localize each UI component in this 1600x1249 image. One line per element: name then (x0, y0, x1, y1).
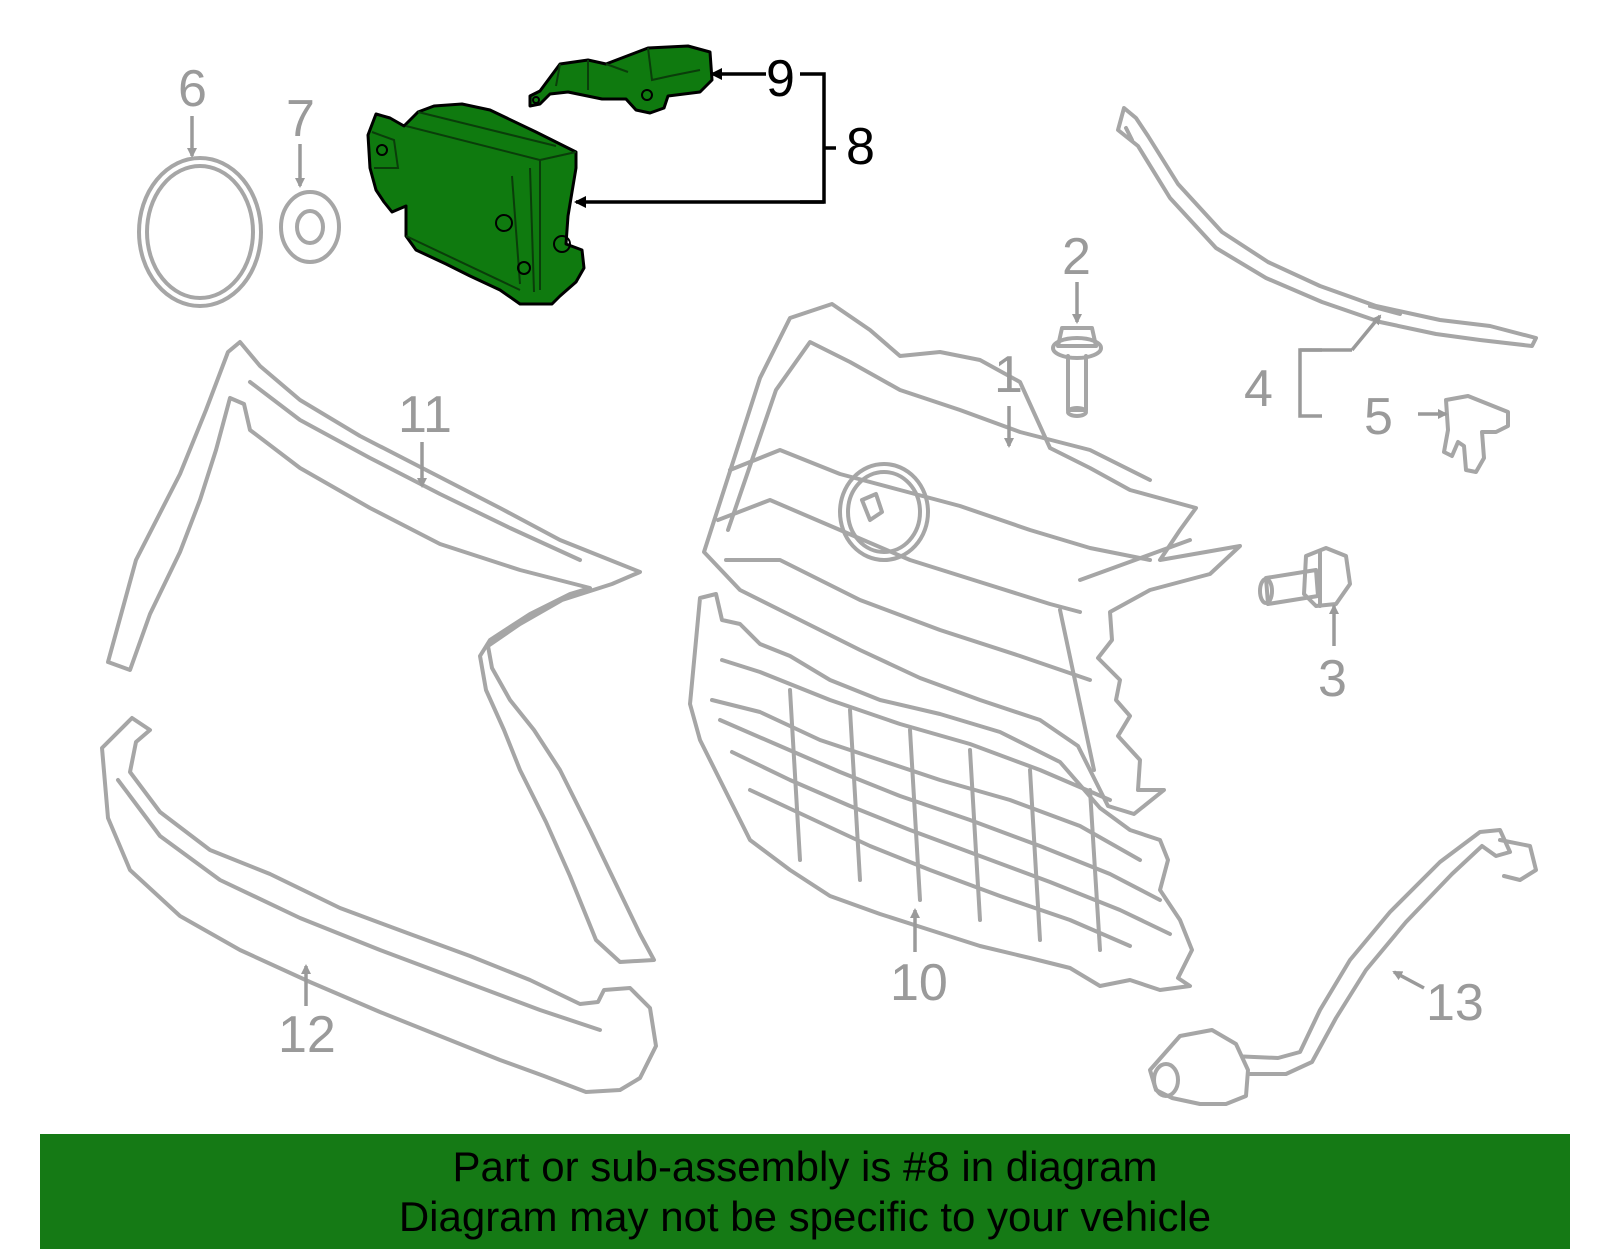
part-5-clip[interactable] (1442, 394, 1510, 474)
callout-4: 4 (1244, 360, 1273, 418)
part-13-harness-camera[interactable] (1148, 828, 1538, 1106)
callout-8: 8 (846, 118, 875, 176)
callout-3: 3 (1318, 650, 1347, 708)
callout-2: 2 (1062, 228, 1091, 286)
callout-9: 9 (766, 50, 795, 108)
callout-5: 5 (1364, 388, 1393, 446)
part-3-bolt[interactable] (1258, 546, 1352, 608)
part-11-grille-surround[interactable] (106, 340, 656, 964)
callout-1: 1 (994, 346, 1023, 404)
callout-10: 10 (890, 954, 948, 1012)
part-7-washer[interactable] (279, 190, 341, 264)
banner-line-disclaimer: Diagram may not be specific to your vehi… (398, 1192, 1212, 1240)
part-2-bolt[interactable] (1051, 326, 1103, 418)
banner-background (40, 1134, 1570, 1249)
part-9-bracket[interactable] (528, 44, 714, 115)
part-12-lower-molding[interactable] (100, 716, 658, 1094)
callout-6: 6 (178, 60, 207, 118)
callout-13: 13 (1426, 974, 1484, 1032)
part-1-grille[interactable] (702, 302, 1242, 816)
part-6-gasket-ring[interactable] (137, 156, 263, 308)
leader-lines (187, 68, 1448, 1006)
part-10-lower-grille[interactable] (688, 592, 1194, 992)
callout-12: 12 (278, 1006, 336, 1064)
callout-7: 7 (286, 90, 315, 148)
banner-line-part: Part or sub-assembly is #8 in diagram (452, 1142, 1158, 1190)
info-banner: Part or sub-assembly is #8 in diagram Di… (40, 1134, 1570, 1249)
callout-11: 11 (398, 386, 452, 444)
part-8-radar-sensor[interactable] (366, 102, 586, 306)
part-4-molding-strip[interactable] (1116, 106, 1538, 348)
